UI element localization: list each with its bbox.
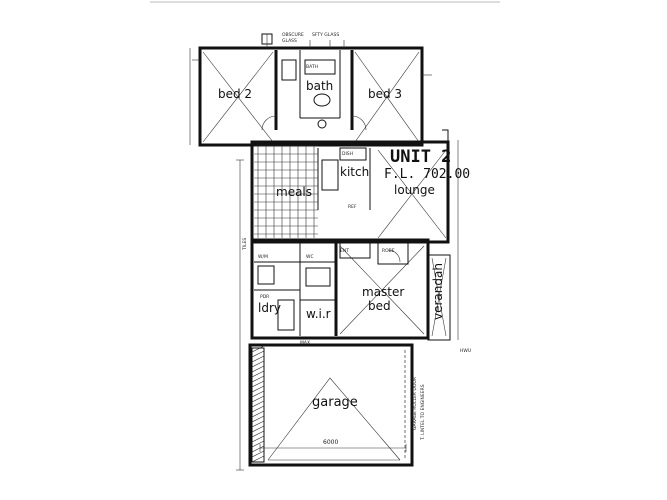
- note-bath-fixture: BATH: [306, 64, 318, 70]
- note-safety-glass: SFTY GLASS: [312, 32, 339, 38]
- note-max: MAX: [300, 340, 310, 346]
- label-garage: garage: [312, 395, 358, 410]
- note-lintel: T. LINTEL TO ENGINEERS: [420, 384, 426, 441]
- note-pdr: PDR: [260, 294, 269, 300]
- note-obscure: OBSCURE: [282, 32, 304, 38]
- note-dish: DISH: [342, 151, 353, 157]
- garage-hatched-wall: [251, 345, 265, 463]
- label-master-line-2: bed: [368, 299, 391, 313]
- note-glass: GLASS: [282, 38, 297, 44]
- note-hwu: HWU: [460, 348, 471, 354]
- bedroom-wing: [192, 33, 432, 147]
- label-master-line-1: master: [362, 285, 404, 299]
- note-ent: ENT: [340, 248, 349, 254]
- label-bath: bath: [306, 79, 333, 93]
- garage-zone: [248, 343, 414, 467]
- meals-tile-grid: [254, 145, 318, 238]
- label-lounge: lounge: [394, 183, 435, 197]
- label-wir: w.i.r: [306, 307, 331, 321]
- note-ref: REF: [348, 204, 357, 210]
- label-meals: meals: [276, 185, 312, 199]
- note-wc: WC: [306, 254, 314, 260]
- label-kitchen: kitch: [340, 165, 369, 179]
- unit-label: UNIT 2: [390, 147, 451, 167]
- note-robe: ROBE: [382, 248, 395, 254]
- label-bed-3: bed 3: [368, 87, 402, 101]
- label-bed-2: bed 2: [218, 87, 252, 101]
- floor-level-label: F.L. 702.00: [384, 167, 470, 182]
- garage-width-dimension: 6000: [323, 439, 338, 446]
- note-garage-roller-door: GARAGE ROLLER DOOR: [412, 377, 418, 430]
- label-laundry: ldry: [258, 301, 281, 315]
- middle-zone: [250, 238, 451, 341]
- note-tiles: TILES: [242, 238, 248, 251]
- label-verandah: verandah: [431, 263, 445, 320]
- note-washing-machine: W/M: [258, 254, 268, 260]
- outer-dimension-lines: [189, 48, 459, 471]
